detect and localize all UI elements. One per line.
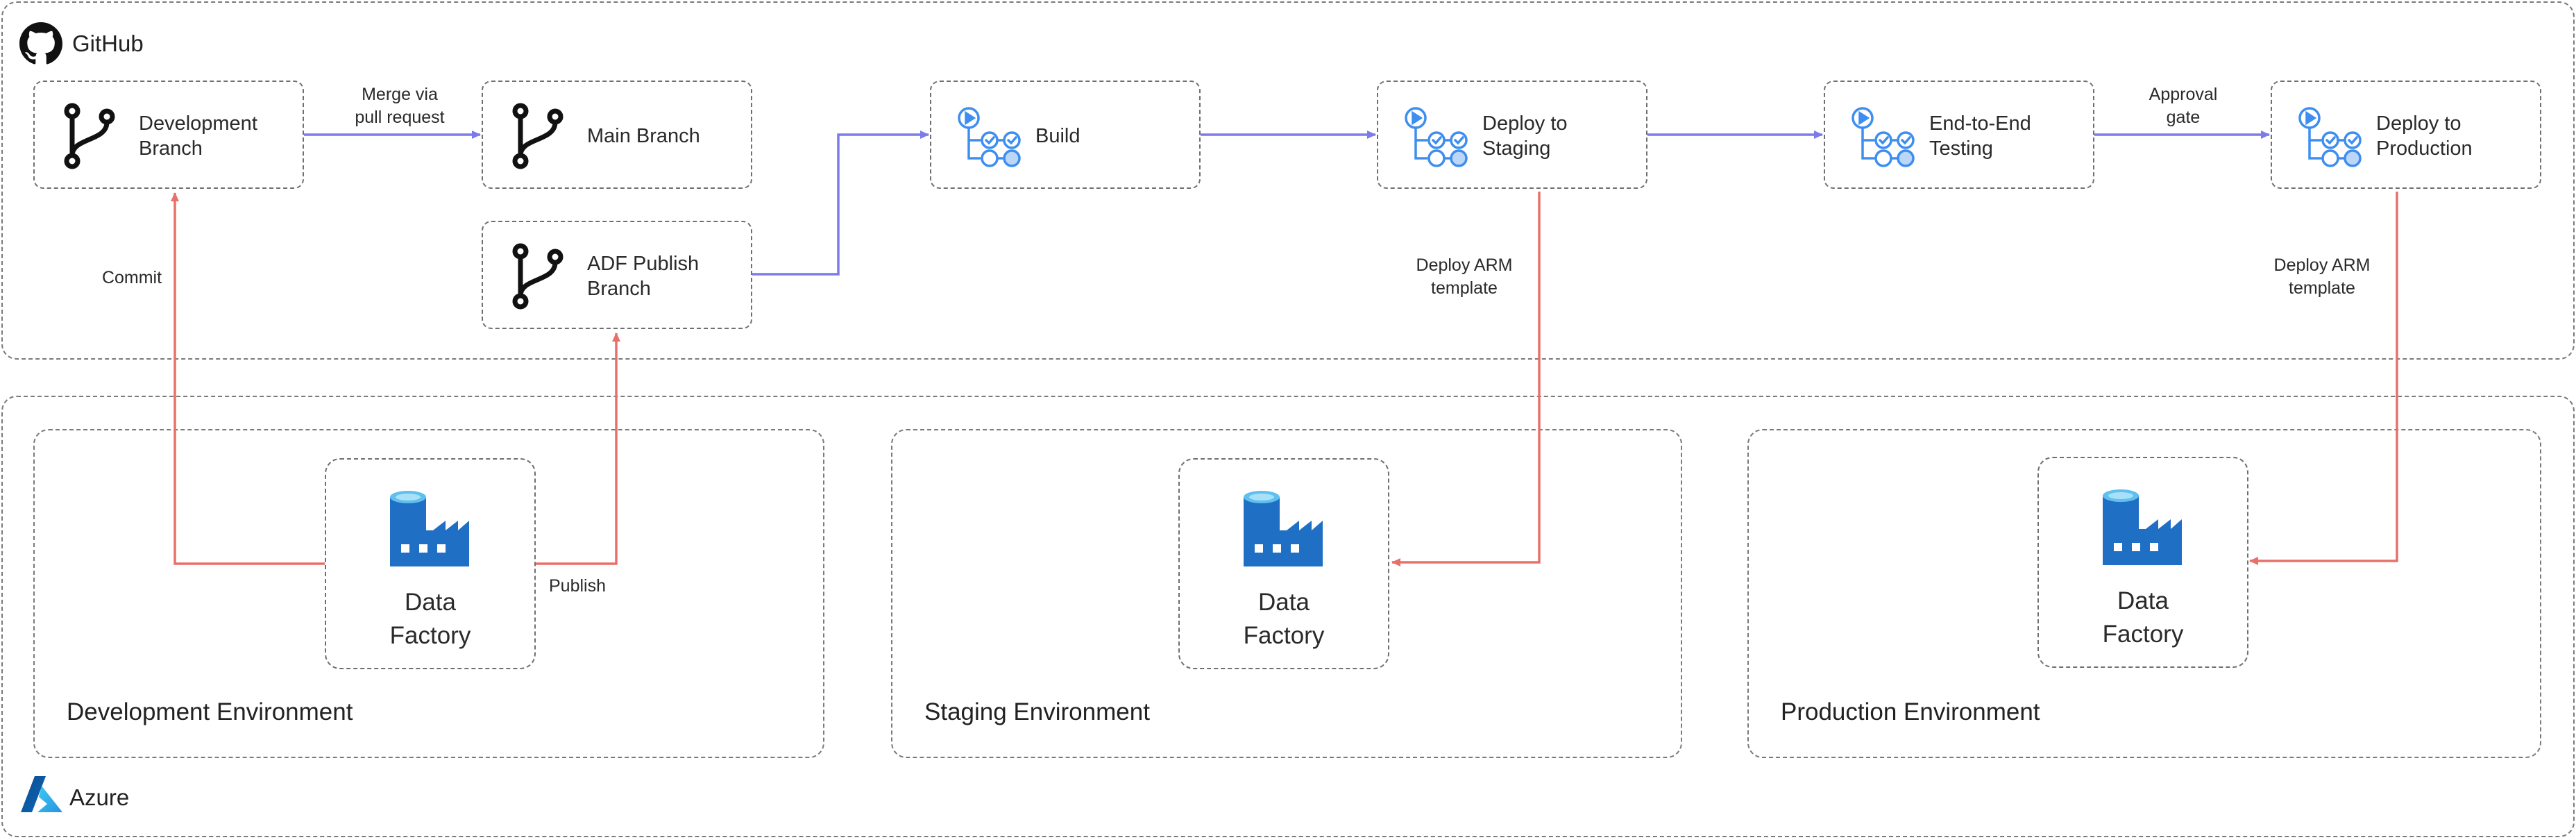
git-branch-icon <box>512 243 564 310</box>
node-development-branch[interactable]: Development Branch <box>33 81 304 189</box>
node-build[interactable]: Build <box>930 81 1201 189</box>
arrow-deploy-staging <box>1391 192 1541 566</box>
arrow-publish <box>536 333 620 565</box>
edge-label-merge: Merge via pull request <box>355 85 445 127</box>
arrow-publish-to-build <box>752 131 929 276</box>
data-factory-staging[interactable]: Data Factory <box>1178 458 1389 669</box>
edge-label-approval: Approval gate <box>2149 85 2218 127</box>
git-branch-icon <box>64 103 115 169</box>
development-environment-title: Development Environment <box>67 698 353 725</box>
node-label: ADF Publish Branch <box>587 253 700 300</box>
data-factory-development[interactable]: Data Factory <box>325 458 536 669</box>
data-factory-icon <box>1244 491 1323 566</box>
node-label: Deploy to Production <box>2376 112 2473 160</box>
edge-label-deploy-arm-staging: Deploy ARM template <box>1416 255 1513 298</box>
edge-label-commit: Commit <box>101 268 162 287</box>
arrow-deploy-production <box>2249 192 2398 565</box>
github-group <box>1 1 2575 360</box>
azure-title: Azure <box>69 784 130 810</box>
github-actions-workflow-icon <box>1405 107 1468 167</box>
data-factory-label: Data Factory <box>2102 587 2184 648</box>
development-environment <box>33 429 824 758</box>
node-label: Main Branch <box>587 125 700 147</box>
node-main-branch[interactable]: Main Branch <box>482 81 752 189</box>
node-label: Deploy to Staging <box>1482 112 1568 160</box>
node-label: End-to-End Testing <box>1929 112 2031 160</box>
node-end-to-end-testing[interactable]: End-to-End Testing <box>1824 81 2094 189</box>
data-factory-label: Data Factory <box>389 589 471 649</box>
production-environment-title: Production Environment <box>1781 698 2040 725</box>
staging-environment-title: Staging Environment <box>924 698 1150 725</box>
staging-environment <box>891 429 1682 758</box>
production-environment <box>1747 429 2541 758</box>
github-actions-workflow-icon <box>958 107 1021 167</box>
node-adf-publish-branch[interactable]: ADF Publish Branch <box>482 221 752 329</box>
github-actions-workflow-icon <box>1852 107 1915 167</box>
azure-logo-icon <box>21 776 62 812</box>
azure-group <box>1 396 2575 837</box>
edge-label-publish: Publish <box>549 576 606 596</box>
data-factory-production[interactable]: Data Factory <box>2037 457 2248 668</box>
github-octocat-icon <box>19 22 62 65</box>
node-label: Build <box>1035 125 1081 147</box>
edge-label-deploy-arm-production: Deploy ARM template <box>2273 255 2371 298</box>
node-deploy-production[interactable]: Deploy to Production <box>2271 81 2541 189</box>
node-label: Development Branch <box>139 112 257 160</box>
github-actions-workflow-icon <box>2298 107 2362 167</box>
node-deploy-staging[interactable]: Deploy to Staging <box>1377 81 1647 189</box>
data-factory-label: Data Factory <box>1243 589 1325 649</box>
github-title: GitHub <box>72 31 144 56</box>
data-factory-icon <box>390 491 469 566</box>
arrow-commit <box>171 192 325 565</box>
git-branch-icon <box>512 103 564 169</box>
data-factory-icon <box>2103 489 2182 565</box>
